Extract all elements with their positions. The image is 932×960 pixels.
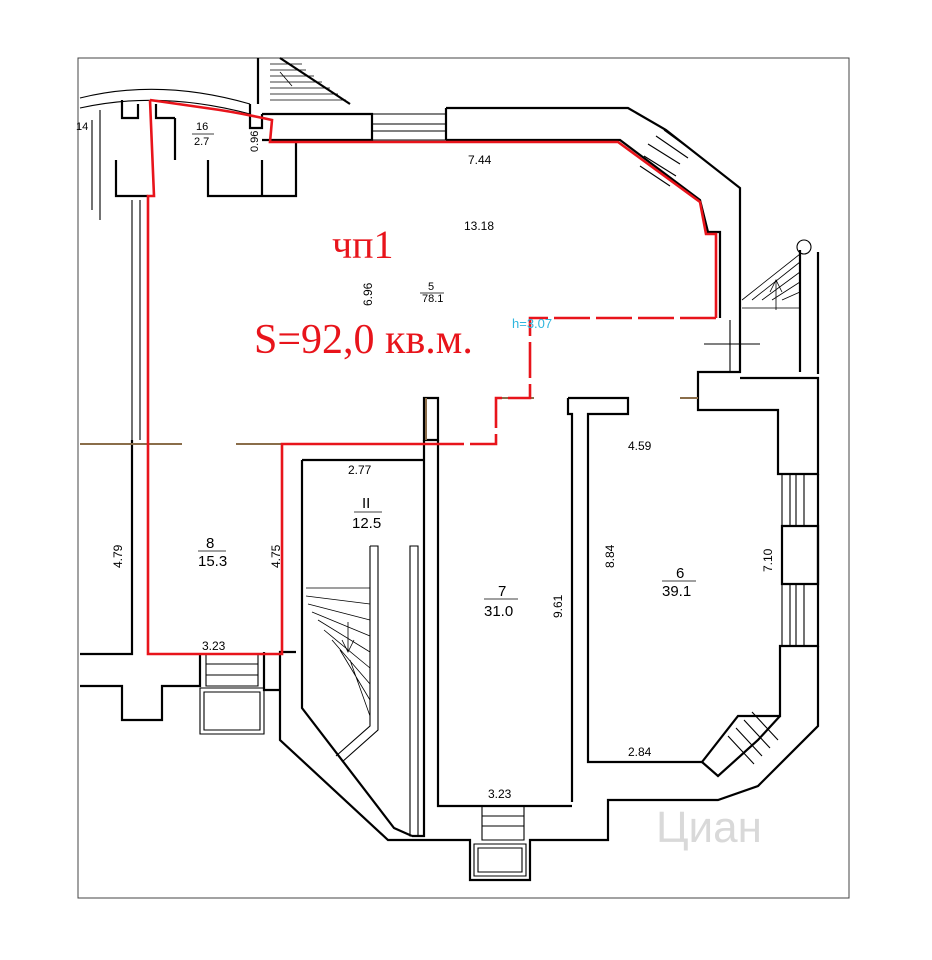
dim-1318: 13.18: [464, 219, 494, 233]
room-8-area: 15.3: [198, 553, 227, 570]
labels: чп1 S=92,0 кв.м. h=3.07 14 16 2.7 0.96 7…: [76, 121, 775, 852]
room-8-number: 8: [206, 535, 214, 552]
room-14-number: 14: [76, 121, 88, 133]
room-7-area: 31.0: [484, 603, 513, 620]
room-6-area: 39.1: [662, 583, 691, 600]
plan-frame: [77, 57, 850, 899]
dim-961: 9.61: [551, 594, 565, 618]
dim-277: 2.77: [348, 463, 372, 477]
dim-323-b: 3.23: [488, 787, 512, 801]
room-5-area: 78.1: [422, 293, 443, 305]
dim-459: 4.59: [628, 439, 652, 453]
dim-884: 8.84: [603, 544, 617, 568]
dim-284: 2.84: [628, 745, 652, 759]
room-5-number: 5: [428, 281, 434, 293]
dim-710: 7.10: [761, 548, 775, 572]
room-II-number: II: [362, 495, 370, 512]
doors: [80, 397, 698, 445]
watermark: Циан: [656, 803, 762, 852]
dim-744: 7.44: [468, 153, 492, 167]
premise-area: S=92,0 кв.м.: [254, 317, 473, 363]
dim-323-a: 3.23: [202, 639, 226, 653]
dim-479: 4.79: [111, 544, 125, 568]
room-II-area: 12.5: [352, 515, 381, 532]
premise-outline: [146, 98, 718, 656]
dim-696: 6.96: [361, 282, 375, 306]
room-16-area: 2.7: [194, 136, 209, 148]
dim-475: 4.75: [269, 544, 283, 568]
dim-096: 0.96: [249, 131, 261, 152]
ceiling-height: h=3.07: [512, 316, 552, 331]
room-6-number: 6: [676, 565, 684, 582]
premise-label: чп1: [332, 222, 394, 267]
room-16-number: 16: [196, 121, 208, 133]
room-7-number: 7: [498, 583, 506, 600]
walls: [79, 57, 820, 882]
